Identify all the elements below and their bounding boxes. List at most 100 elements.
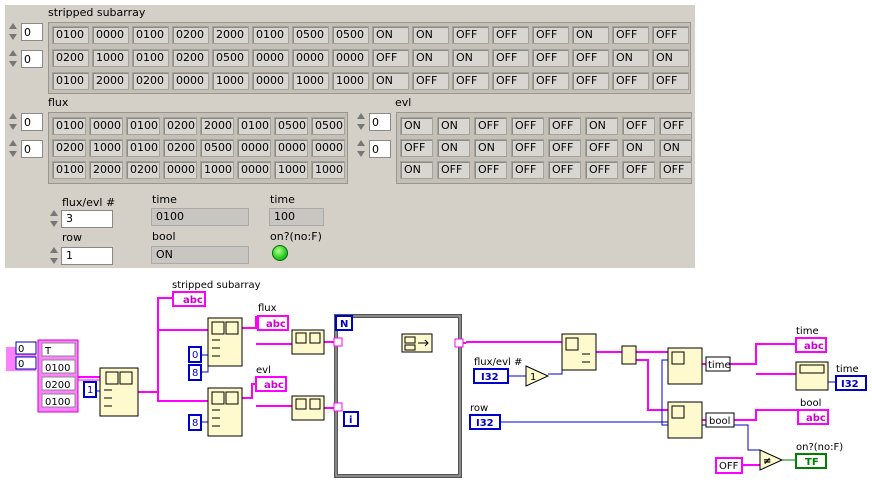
index-array-node-4[interactable] [667,401,703,439]
stripped_subarray-cell[interactable]: 0200 [132,72,169,90]
evl-cell[interactable]: OFF [548,117,581,135]
evl-cell[interactable]: OFF [622,161,655,179]
evl-cell[interactable]: OFF [474,117,507,135]
stripped_subarray-cell[interactable]: ON [452,49,489,67]
evl-cell[interactable]: ON [622,139,655,157]
stripped_subarray-cell[interactable]: ON [412,26,449,44]
const-8b[interactable]: 8 [188,414,202,431]
stripped_subarray-cell[interactable]: 0000 [252,49,289,67]
evl-cell[interactable]: ON [659,139,692,157]
stripped_subarray-cell[interactable]: ON [372,26,409,44]
time-string-terminal[interactable]: abc [795,337,827,353]
evl-cell[interactable]: OFF [622,117,655,135]
flux-cell[interactable]: 0000 [89,117,123,135]
evl-cell[interactable]: OFF [400,139,433,157]
stripped_subarray-cell[interactable]: OFF [372,49,409,67]
flux-cell[interactable]: 0000 [163,161,197,179]
evl-cell[interactable]: OFF [437,161,470,179]
evl-cell[interactable]: OFF [474,161,507,179]
stripped_subarray-cell[interactable]: 2000 [92,72,129,90]
stripped_subarray-cell[interactable]: OFF [612,72,649,90]
stripped_subarray-cell[interactable]: 0200 [172,49,209,67]
stripped_subarray-cell[interactable]: 1000 [212,72,249,90]
stripped_subarray-cell[interactable]: OFF [532,49,569,67]
stripped_subarray-cell[interactable]: OFF [492,72,529,90]
evl-cell[interactable]: ON [437,117,470,135]
stripped_subarray-cell[interactable]: 0100 [132,49,169,67]
on-led-terminal[interactable]: TF [795,453,827,469]
flux-terminal[interactable]: abc [257,315,289,331]
flux-cell[interactable]: 1000 [200,161,234,179]
flux-col-index-spinner[interactable] [8,138,18,160]
stripped_subarray-cell[interactable]: 1000 [92,49,129,67]
row-terminal[interactable]: I32 [469,414,501,430]
stripped_subarray-cell[interactable]: OFF [652,26,689,44]
row-spinner[interactable] [49,245,59,267]
flux-evl-num-input[interactable]: 3 [61,210,113,228]
evl-cell[interactable]: OFF [659,117,692,135]
evl-cell[interactable]: ON [474,139,507,157]
stripped_subarray-cell[interactable]: 1000 [292,72,329,90]
evl-cell[interactable]: OFF [548,161,581,179]
evl-col-index[interactable]: 0 [369,140,391,158]
array-subset-node-1[interactable] [207,317,243,367]
stripped_subarray-cell[interactable]: 0100 [52,26,89,44]
stripped_subarray-cell[interactable]: ON [652,49,689,67]
flux-cell[interactable]: 1000 [311,161,345,179]
flux-cell[interactable]: 0500 [274,117,308,135]
stripped_subarray-cell[interactable]: ON [612,49,649,67]
flux-cell[interactable]: 1000 [89,139,123,157]
stripped_subarray-cell[interactable]: OFF [452,72,489,90]
stripped_subarray-cell[interactable]: 1000 [332,72,369,90]
flux-cell[interactable]: 0100 [52,117,86,135]
evl-terminal[interactable]: abc [255,376,287,392]
reshape-node-2[interactable] [291,395,325,421]
flux-row-index[interactable]: 0 [21,113,43,131]
flux-cell[interactable]: 0100 [52,161,86,179]
reshape-node-1[interactable] [291,329,325,355]
subtract-one-node[interactable]: 1 [525,365,550,387]
bool-string-terminal[interactable]: abc [797,409,829,425]
evl-cell[interactable]: OFF [585,161,618,179]
build-array-node[interactable] [621,345,637,365]
evl-col-index-spinner[interactable] [356,138,366,160]
stripped_subarray-cell[interactable]: OFF [612,26,649,44]
stripped_subarray-cell[interactable]: OFF [492,49,529,67]
evl-row-index[interactable]: 0 [369,113,391,131]
evl-cell[interactable]: ON [400,161,433,179]
stripped_subarray-cell[interactable]: 0100 [132,26,169,44]
const-8a[interactable]: 8 [188,364,202,381]
stripped_subarray-cell[interactable]: 0200 [172,26,209,44]
flux-cell[interactable]: 0100 [126,117,160,135]
flux-cell[interactable]: 0500 [311,117,345,135]
evl-cell[interactable]: OFF [659,161,692,179]
evl-cell[interactable]: OFF [511,161,544,179]
stripped_subarray-cell[interactable]: 0500 [212,49,249,67]
evl-cell[interactable]: ON [400,117,433,135]
evl-cell[interactable]: OFF [511,139,544,157]
stripped-col-index-spinner[interactable] [8,48,18,70]
stripped_subarray-cell[interactable]: OFF [492,26,529,44]
stripped-subarray-terminal[interactable]: abc [172,291,206,307]
evl-cell[interactable]: ON [585,117,618,135]
stripped_subarray-cell[interactable]: OFF [412,72,449,90]
stripped_subarray-cell[interactable]: 0000 [332,49,369,67]
stripped_subarray-cell[interactable]: OFF [452,26,489,44]
stripped_subarray-cell[interactable]: 0000 [92,26,129,44]
stripped_subarray-cell[interactable]: 0100 [52,72,89,90]
time-number-terminal[interactable]: I32 [835,375,867,391]
flux-cell[interactable]: 0000 [311,139,345,157]
flux-cell[interactable]: 0500 [200,139,234,157]
stripped_subarray-cell[interactable]: ON [372,72,409,90]
flux-cell[interactable]: 0200 [126,161,160,179]
off-string-constant[interactable]: OFF [715,457,743,474]
stripped-row-index-spinner[interactable] [8,21,18,43]
array-subset-node-2[interactable] [207,387,243,437]
stripped-row-index[interactable]: 0 [21,23,43,41]
flux-row-index-spinner[interactable] [8,111,18,133]
flux-cell[interactable]: 0200 [52,139,86,157]
stripped_subarray-cell[interactable]: OFF [652,72,689,90]
flux-cell[interactable]: 0100 [237,117,271,135]
flux-col-index[interactable]: 0 [21,140,43,158]
stripped_subarray-cell[interactable]: OFF [572,49,609,67]
